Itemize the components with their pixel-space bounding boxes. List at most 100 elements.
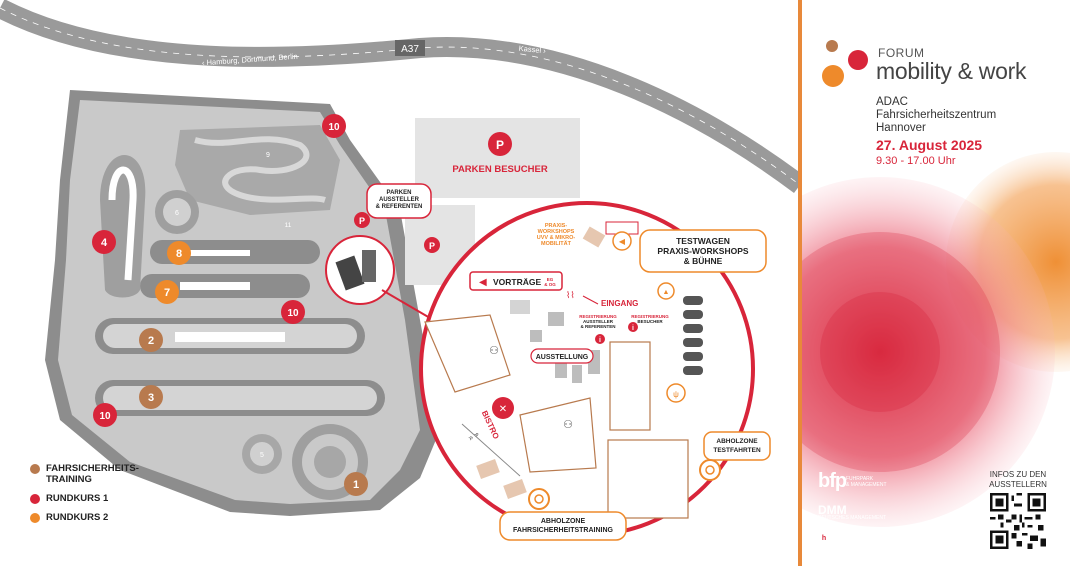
venue-line-3: Hannover [876, 122, 926, 134]
detail-magnifier: ⚇ ⚇ ✕ BISTRO » » ◀ VORTRÄGE EG& OG ⌇⌇ PR… [419, 201, 771, 541]
parking-icon-visitor[interactable]: P [488, 132, 512, 156]
venue-line-2: Fahrsicherheitszentrum [876, 109, 997, 121]
qr-code-icon[interactable] [990, 493, 1046, 549]
track-badge-8[interactable]: 8 [167, 241, 191, 265]
restroom-icon-2: ⚇ [563, 419, 573, 431]
bfp-logo-sub: FUHRPARK & MANAGEMENT [846, 476, 887, 488]
handwerk-icon: h [818, 532, 830, 544]
legend-item-rundkurs1: RUNDKURS 1 [30, 493, 139, 504]
dmm-logo[interactable]: DMM [818, 503, 847, 517]
test-cars [683, 296, 703, 375]
eingang-label: EINGANG [601, 299, 638, 308]
highway-sign [395, 40, 425, 56]
legend-label-rundkurs1: RUNDKURS 1 [46, 493, 109, 504]
sidebar-divider [798, 0, 802, 566]
parking-icon-exhibitor[interactable]: P [354, 212, 370, 228]
svg-text:P: P [359, 216, 365, 226]
legend-label-rundkurs2: RUNDKURS 2 [46, 512, 109, 523]
svg-text:i: i [599, 337, 601, 344]
track-badge-3[interactable]: 3 [139, 385, 163, 409]
food-icon[interactable]: ψ [666, 383, 686, 403]
bistro-icon[interactable]: ✕ [492, 397, 514, 419]
event-title: mobility & work [876, 58, 1027, 84]
track-badge-7[interactable]: 7 [155, 280, 179, 304]
track-label-5: 5 [260, 452, 264, 459]
exhibitor-parking-l1: PARKEN [387, 190, 412, 196]
ausstellung-label-box[interactable]: AUSSTELLUNG [530, 348, 594, 364]
legend-item-training: FAHRSICHERHEITS- TRAINING [30, 463, 139, 485]
svg-text:7: 7 [164, 287, 170, 299]
workshop-badge-icon[interactable]: ▲ [657, 282, 675, 300]
legend-label-training: FAHRSICHERHEITS- TRAINING [46, 463, 139, 485]
handwerk-label: handwerk.com [833, 532, 899, 544]
info-icon-visitor[interactable]: i [628, 322, 638, 332]
visitor-parking-area [415, 118, 580, 198]
track-badge-1[interactable]: 1 [344, 472, 368, 496]
svg-text:10: 10 [99, 411, 111, 422]
forum-label: FORUM [878, 46, 925, 60]
track-badge-2[interactable]: 2 [139, 328, 163, 352]
forum-logo-dots [822, 40, 868, 87]
svg-text:✕: ✕ [499, 404, 507, 415]
legend-dot-red [30, 494, 40, 504]
track-label-6: 6 [175, 210, 179, 217]
map-legend: FAHRSICHERHEITS- TRAINING RUNDKURS 1 RUN… [30, 463, 139, 531]
svg-text:8: 8 [176, 248, 182, 260]
highway-right-direction: Kassel › [518, 44, 546, 56]
svg-text:10: 10 [328, 122, 340, 133]
qr-label: INFOS ZU DEN AUSSTELLERN [989, 470, 1047, 489]
praxis-l1: PRAXIS- [545, 223, 567, 229]
svg-text:4: 4 [101, 237, 108, 249]
track-badge-10-mid[interactable]: 10 [281, 300, 305, 324]
svg-text:1: 1 [353, 479, 359, 491]
track-label-11: 11 [285, 222, 292, 229]
stairs-icon: ⌇⌇ [566, 290, 575, 300]
event-date: 27. August 2025 [876, 137, 983, 153]
svg-text:ψ: ψ [673, 390, 679, 399]
highway-name: A37 [401, 44, 419, 55]
svg-text:◀: ◀ [619, 237, 626, 246]
svg-text:AUSSTELLUNG: AUSSTELLUNG [536, 354, 589, 361]
restroom-icon-1: ⚇ [489, 345, 499, 357]
dmm-logo-sub: DEUTSCHES MANAGEMENT [818, 515, 887, 521]
vortraege-label: VORTRÄGE [493, 277, 542, 287]
legend-dot-brown [30, 464, 40, 474]
track-label-9: 9 [266, 152, 270, 159]
legend-dot-orange [30, 513, 40, 523]
megaphone-icon: ◀ [479, 277, 487, 288]
svg-text:EG& OG: EG& OG [544, 277, 556, 287]
venue-line-1: ADAC [876, 96, 908, 108]
vortraege-box[interactable]: ◀ VORTRÄGE EG& OG [469, 271, 563, 291]
track-badge-4[interactable]: 4 [92, 230, 116, 254]
track-badge-10-top[interactable]: 10 [322, 114, 346, 138]
venue-info: ADAC Fahrsicherheitszentrum Hannover [876, 96, 996, 135]
building-zoom-marker[interactable] [325, 235, 395, 305]
info-sidebar [798, 0, 1070, 566]
info-icon-exhibitor[interactable]: i [595, 334, 605, 344]
sidebar-decor [798, 152, 1070, 527]
svg-text:P: P [429, 241, 435, 251]
parking-icon-small[interactable]: P [424, 237, 440, 253]
handwerk-logo[interactable]: h handwerk.com [818, 532, 898, 544]
workshop-megaphone-icon[interactable]: ◀ [612, 231, 632, 251]
svg-text:10: 10 [287, 308, 299, 319]
event-time: 9.30 - 17.00 Uhr [876, 155, 956, 167]
bfp-logo[interactable]: bfp [818, 470, 847, 492]
track-badge-10-left[interactable]: 10 [93, 403, 117, 427]
map-svg: A37 ‹ Hamburg, Dortmund, Berlin Kassel ›… [0, 0, 806, 541]
legend-item-rundkurs2: RUNDKURS 2 [30, 512, 139, 523]
svg-text:P: P [496, 138, 504, 152]
svg-text:i: i [632, 325, 634, 332]
